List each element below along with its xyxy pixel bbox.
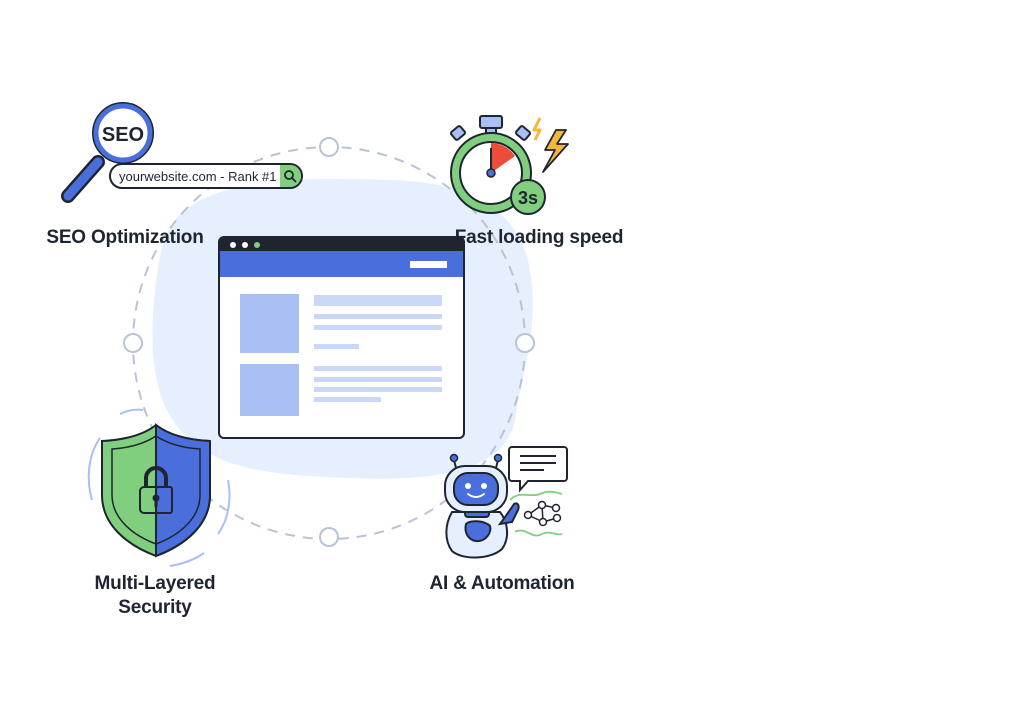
window-dot-red xyxy=(230,242,236,248)
ai-automation-label: AI & Automation xyxy=(429,573,575,594)
network-graph-icon xyxy=(509,490,563,537)
search-bar-text: yourwebsite.com - Rank #1 xyxy=(119,169,277,184)
magnifier-icon: SEO xyxy=(61,102,154,203)
content-image-1 xyxy=(240,294,299,353)
speed-badge-text: 3s xyxy=(518,188,538,208)
search-bar: yourwebsite.com - Rank #1 xyxy=(109,163,303,189)
orbit-node-bottom xyxy=(319,527,339,547)
refresh-arrows-icon xyxy=(87,408,231,567)
robot-icon xyxy=(444,453,520,559)
chat-bubble-icon xyxy=(508,446,568,493)
content-image-2 xyxy=(240,364,299,416)
search-icon xyxy=(284,170,297,183)
seo-badge-text: SEO xyxy=(102,124,144,146)
security-label-line2: Security xyxy=(118,597,192,618)
lightning-icon xyxy=(532,117,569,173)
window-dot-green xyxy=(254,242,260,248)
multi-layered-security-label: Multi-Layered Security xyxy=(70,572,240,620)
orbit-node-top xyxy=(319,137,339,157)
window-dot-yellow xyxy=(242,242,248,248)
security-label-line1: Multi-Layered xyxy=(94,573,216,594)
seo-optimization-label: SEO Optimization xyxy=(46,227,204,248)
shield-lock-icon xyxy=(101,422,211,558)
fast-loading-speed-label: Fast loading speed xyxy=(454,227,624,248)
browser-window xyxy=(218,236,465,439)
orbit-node-right xyxy=(515,333,535,353)
orbit-node-left xyxy=(123,333,143,353)
stopwatch-icon: 3s xyxy=(450,115,546,215)
header-button xyxy=(410,261,447,268)
